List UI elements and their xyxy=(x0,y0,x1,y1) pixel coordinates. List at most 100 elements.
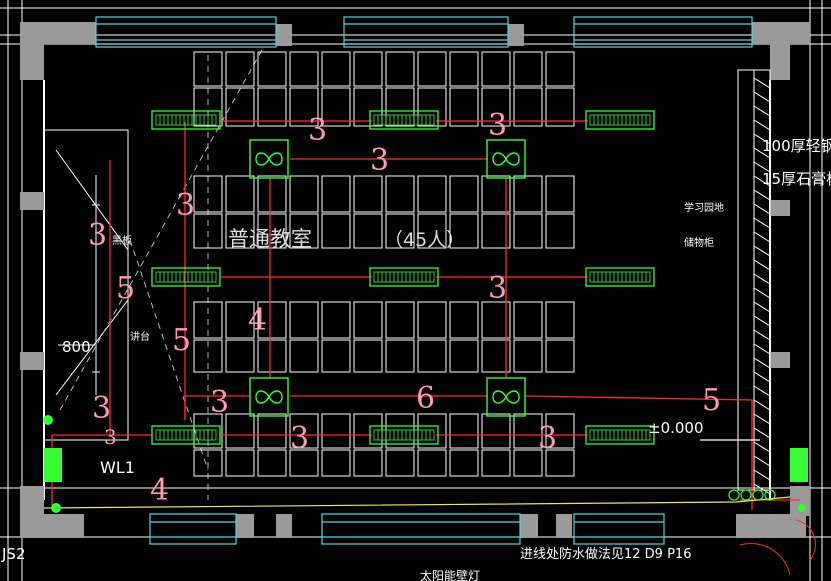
fixture-lamp xyxy=(155,429,217,441)
fan-housing xyxy=(249,139,289,179)
desk xyxy=(481,301,511,339)
desk xyxy=(289,449,319,477)
desk xyxy=(513,413,543,449)
desk xyxy=(545,51,575,87)
cabinet-hatch-line xyxy=(753,259,771,271)
ceiling-fan-icon[interactable] xyxy=(249,139,289,179)
capacity-label: （45人） xyxy=(384,229,465,251)
desk xyxy=(545,301,575,339)
light-fixtures xyxy=(151,110,655,445)
desk xyxy=(449,301,479,339)
dashed-diagonals xyxy=(59,49,263,500)
dimension-800: 800 xyxy=(62,338,91,356)
cabinet-hatch-line xyxy=(753,245,771,257)
desk xyxy=(417,87,447,127)
fixture-body xyxy=(369,425,439,445)
fluorescent-light-fixture[interactable] xyxy=(369,425,439,445)
fluorescent-light-fixture[interactable] xyxy=(151,267,221,287)
ceiling-fan-icon[interactable] xyxy=(249,377,289,417)
desk xyxy=(449,449,479,477)
fixture-lamp xyxy=(589,114,651,126)
cabinet-hatch-line xyxy=(753,91,771,103)
desk xyxy=(225,51,255,87)
fixture-body xyxy=(151,267,221,287)
markup-3: 3 xyxy=(210,385,229,420)
label-storage-cabinet: 储物柜 xyxy=(684,236,714,249)
desk xyxy=(193,301,223,339)
cabinet-hatch-line xyxy=(753,329,771,341)
desk xyxy=(321,413,351,449)
desk xyxy=(225,413,255,449)
column-top-right xyxy=(770,22,790,80)
markup-3: 3 xyxy=(488,108,507,143)
desk xyxy=(481,175,511,213)
desk xyxy=(417,301,447,339)
ceiling-fan-icon[interactable] xyxy=(486,139,526,179)
desk xyxy=(513,87,543,127)
desk xyxy=(513,175,543,213)
desk xyxy=(481,413,511,449)
outlet-left-upper[interactable] xyxy=(43,415,53,425)
cabinet-hatch-line xyxy=(753,413,771,425)
outlet-left-lower[interactable] xyxy=(51,503,61,513)
desk xyxy=(257,51,287,87)
markup-3: 3 xyxy=(92,391,111,426)
fixture-lamp xyxy=(589,271,651,283)
window-top-1 xyxy=(95,16,277,48)
desk xyxy=(385,175,415,213)
cabinet-hatch-line xyxy=(753,441,771,453)
fan-housing xyxy=(486,139,526,179)
cabinet-hatch-line xyxy=(753,217,771,229)
desk xyxy=(193,213,223,249)
desk xyxy=(545,339,575,373)
desk xyxy=(513,301,543,339)
cabinet-hatch-line xyxy=(753,175,771,187)
column-left-mid xyxy=(20,192,44,210)
fixture-body xyxy=(151,110,221,130)
cabinet-hatch-line xyxy=(753,469,771,481)
desk xyxy=(257,213,287,249)
door-swing-bottom-right xyxy=(739,519,816,576)
fan-blades-icon xyxy=(255,390,283,404)
cabinet-hatch-line xyxy=(753,315,771,327)
ceiling-fan-icon[interactable] xyxy=(486,377,526,417)
markup-3: 3 xyxy=(538,421,557,456)
fluorescent-light-fixture[interactable] xyxy=(151,425,221,445)
desk xyxy=(321,301,351,339)
storage-cabinet xyxy=(737,69,771,495)
cabinet-hatch-line xyxy=(753,147,771,159)
cabinet-hatch-line xyxy=(753,231,771,243)
column-top-left xyxy=(20,22,44,80)
desk xyxy=(417,51,447,87)
fluorescent-light-fixture[interactable] xyxy=(151,110,221,130)
markup-4: 4 xyxy=(150,473,169,508)
fixture-lamp xyxy=(589,429,651,441)
windows xyxy=(95,16,753,545)
fluorescent-light-fixture[interactable] xyxy=(369,267,439,287)
outlet-right-lower[interactable] xyxy=(798,504,806,512)
cabinet-hatch-line xyxy=(753,455,771,467)
fluorescent-light-fixture[interactable] xyxy=(369,110,439,130)
wall-bottom-left xyxy=(20,514,84,538)
fluorescent-light-fixture[interactable] xyxy=(585,425,655,445)
panel-right[interactable] xyxy=(790,448,808,482)
desk xyxy=(449,339,479,373)
circuit-wiring xyxy=(51,120,800,510)
column-top-middle-left xyxy=(276,24,292,46)
desk xyxy=(289,175,319,213)
desk xyxy=(385,51,415,87)
desk-grid xyxy=(193,51,575,477)
blackboard-diagonal-b xyxy=(55,299,129,396)
fluorescent-light-fixture[interactable] xyxy=(585,110,655,130)
cabinet-hatch-line xyxy=(753,399,771,411)
desk xyxy=(225,87,255,127)
desk xyxy=(481,449,511,477)
markup-3: 3 xyxy=(290,421,309,456)
markup-3: 3 xyxy=(308,113,327,148)
cabinet-hatch-line xyxy=(753,133,771,145)
fluorescent-light-fixture[interactable] xyxy=(585,267,655,287)
panel-left[interactable] xyxy=(44,448,62,482)
desk xyxy=(481,339,511,373)
desk xyxy=(449,213,479,249)
